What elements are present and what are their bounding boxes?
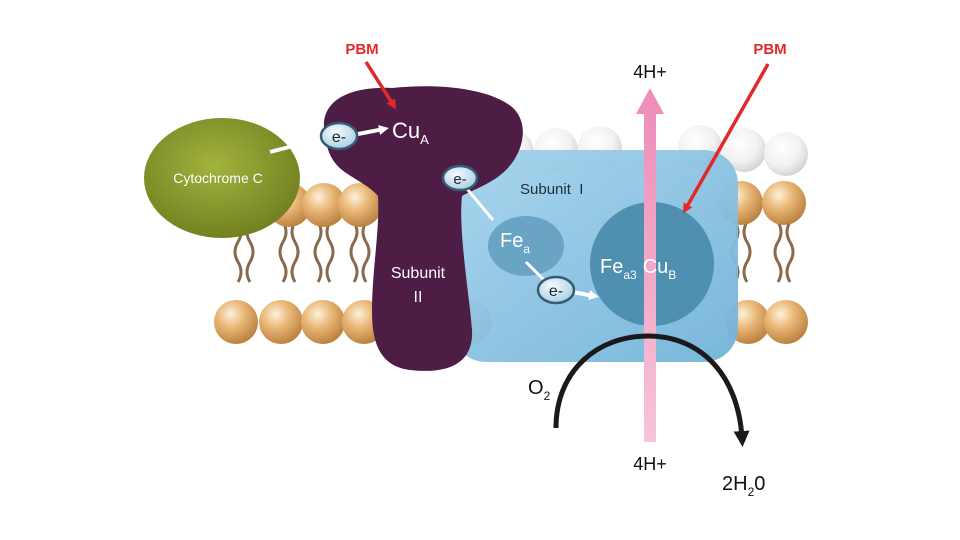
cu-a-label: CuA bbox=[392, 118, 429, 147]
subunit-i-label: Subunit I bbox=[520, 181, 583, 198]
pbm-label-right: PBM bbox=[753, 41, 786, 58]
proton-label-top: 4H+ bbox=[633, 62, 667, 82]
electron-label: e- bbox=[453, 171, 466, 188]
oxygen-label: O2 bbox=[528, 377, 551, 403]
subunit-ii-label-line2: II bbox=[414, 289, 423, 306]
electron-label: e- bbox=[549, 283, 563, 300]
pbm-arrow-right bbox=[683, 63, 770, 214]
water-label: 2H20 bbox=[722, 473, 765, 499]
electron-badge-2: e- bbox=[441, 164, 479, 192]
cytochrome-c bbox=[144, 118, 300, 238]
subunit-ii-label-line1: Subunit bbox=[391, 265, 446, 282]
cytochrome-c-label: Cytochrome C bbox=[173, 170, 262, 186]
electron-badge-3: e- bbox=[536, 275, 576, 305]
proton-arrow bbox=[636, 88, 664, 442]
subunit-i bbox=[452, 150, 738, 362]
reaction-arrow bbox=[553, 333, 750, 447]
pbm-arrow-left bbox=[364, 61, 397, 110]
pbm-label-left: PBM bbox=[345, 41, 378, 58]
fe-a-site bbox=[488, 216, 564, 276]
subunit-ii bbox=[323, 86, 523, 371]
electron-label: e- bbox=[332, 129, 346, 146]
electron-badge-1: e- bbox=[319, 121, 359, 151]
fe-a-label: Fea bbox=[500, 230, 530, 256]
proton-label-bottom: 4H+ bbox=[633, 454, 667, 474]
